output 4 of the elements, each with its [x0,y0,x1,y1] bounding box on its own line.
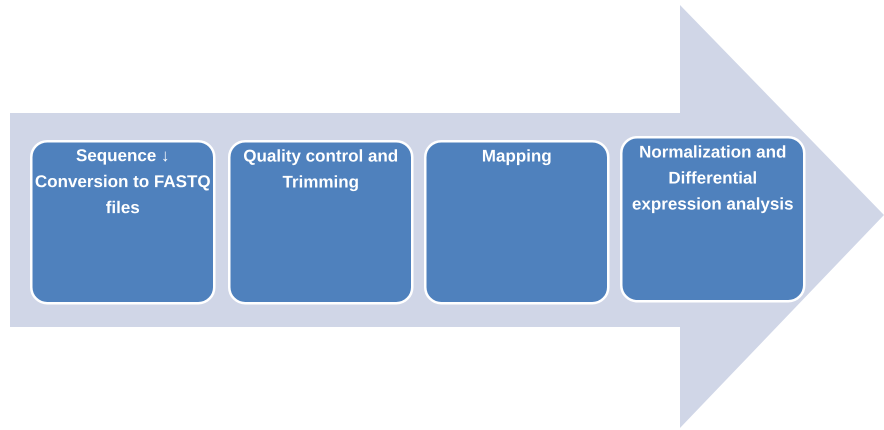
process-box: Mapping [424,140,610,304]
process-box: Normalization and Differential expression analysis [620,136,806,302]
process-box: Sequence ↓ Conversion to FASTQ files [30,140,216,304]
process-box: Quality control and Trimming [228,140,414,304]
